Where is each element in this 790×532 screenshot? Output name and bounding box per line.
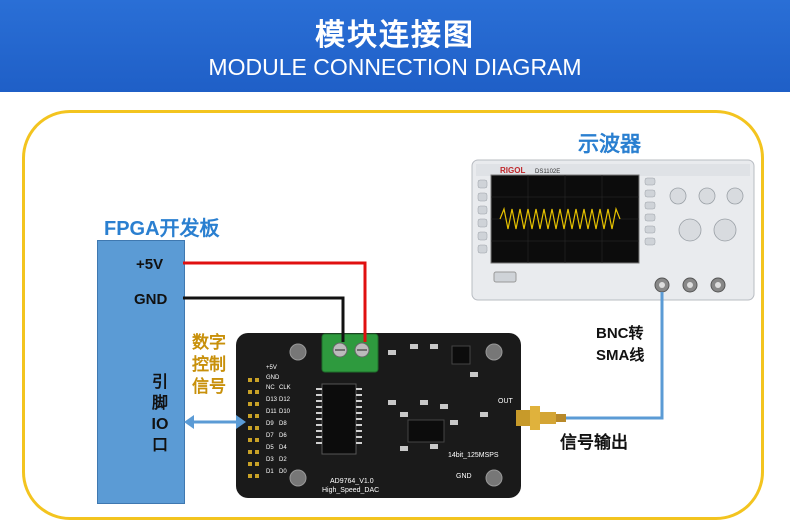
module-board-name: High_Speed_DAC — [322, 487, 379, 494]
sma-connector — [516, 406, 566, 430]
pin-gnd-label: GND — [134, 291, 168, 308]
hdr-label: D9 — [266, 421, 274, 427]
module-out-label: OUT — [498, 398, 514, 405]
bnc-connectors — [654, 277, 726, 293]
cable-label-line1: BNC转 — [596, 325, 644, 342]
io-pin-label: 引 脚 IO 口 — [151, 374, 169, 454]
hdr-label: D13 — [266, 397, 278, 403]
oscilloscope: RIGOL DS1102E — [471, 159, 755, 301]
hdr-label: D10 — [279, 409, 291, 415]
module-chip-name: AD9764_V1.0 — [330, 478, 374, 485]
fpga-board — [97, 240, 185, 504]
oscilloscope-title: 示波器 — [578, 133, 641, 156]
signal-output-label: 信号输出 — [560, 433, 628, 452]
pin-5v-label: +5V — [136, 256, 164, 273]
hdr-label: D6 — [279, 433, 287, 439]
title-chinese: 模块连接图 — [315, 19, 475, 52]
hdr-label: D0 — [279, 469, 287, 475]
scope-brand: RIGOL — [500, 166, 525, 175]
hdr-label: D5 — [266, 445, 274, 451]
diagram-frame — [22, 110, 764, 520]
hdr-label: D8 — [279, 421, 287, 427]
wire-gnd — [183, 296, 345, 342]
hdr-label: CLK — [279, 385, 291, 391]
hdr-label: +5V — [266, 365, 277, 371]
hdr-label: D12 — [279, 397, 291, 403]
module-gnd-label: GND — [456, 473, 472, 480]
cable-label: BNC转 SMA线 — [596, 323, 644, 367]
hdr-label: D3 — [266, 457, 274, 463]
module-spec: 14bit_125MSPS — [448, 452, 499, 459]
title-english: MODULE CONNECTION DIAGRAM — [208, 54, 582, 80]
hdr-label: D7 — [266, 433, 274, 439]
cable-label-line2: SMA线 — [596, 347, 645, 364]
hdr-label: D4 — [279, 445, 287, 451]
bnc-sma-cable — [566, 292, 664, 420]
hdr-label: D11 — [266, 409, 277, 415]
dac-chip — [321, 383, 357, 455]
hdr-label: D1 — [266, 469, 274, 475]
scope-model: DS1102E — [535, 169, 560, 175]
hdr-label: GND — [266, 375, 280, 381]
fpga-title: FPGA开发板 — [104, 218, 220, 240]
scope-waveform — [499, 206, 621, 230]
header-banner: 模块连接图 MODULE CONNECTION DIAGRAM — [0, 0, 790, 92]
control-signal-arrow — [184, 415, 246, 429]
hdr-label: NC — [266, 385, 275, 391]
hdr-label: D2 — [279, 457, 287, 463]
control-signal-label: 数字控制信号 — [192, 333, 226, 396]
power-terminal-block — [321, 333, 379, 373]
wire-5v — [183, 261, 367, 342]
dac-module-board: +5V GND NC D13 D11 D9 D7 D5 D3 D1 CLK D1… — [236, 333, 521, 498]
